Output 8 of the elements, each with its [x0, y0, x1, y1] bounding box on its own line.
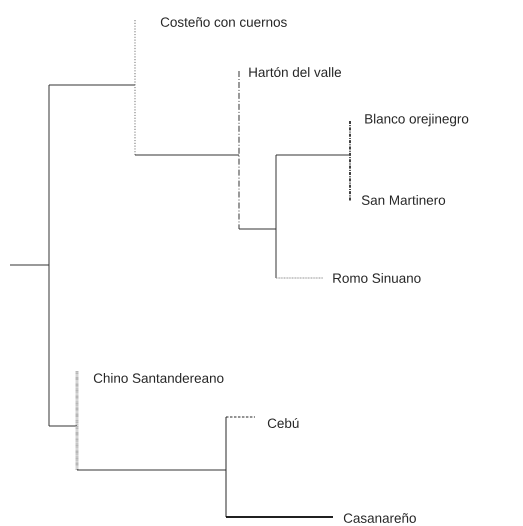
breed-label: Casanareño: [344, 513, 416, 523]
breed-label: San Martinero: [362, 195, 446, 205]
breed-label: Chino Santandereano: [94, 373, 224, 383]
breed-label: Blanco orejinegro: [365, 114, 468, 126]
breed-label: Cebú: [268, 418, 298, 428]
breed-label: Hartón del valle: [249, 66, 342, 78]
breed-label: Costeño con cuernos: [160, 17, 287, 27]
breed-label: Romo Sinuano: [333, 273, 421, 283]
